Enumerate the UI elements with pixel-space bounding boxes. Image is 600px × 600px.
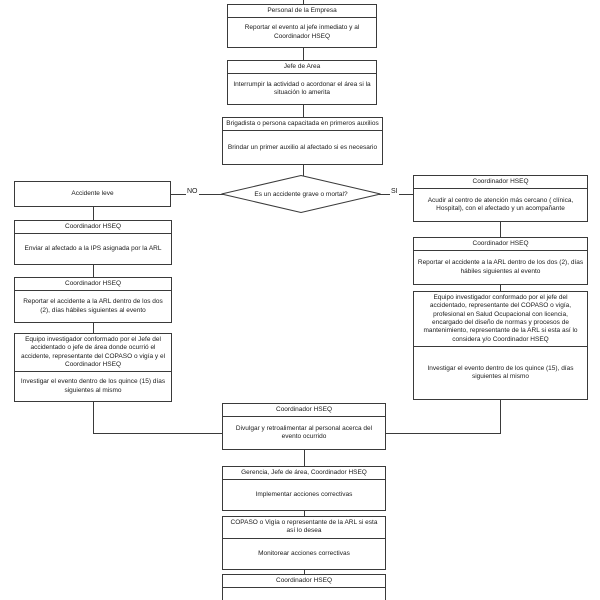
node-body: Brindar un primer auxilio al afectado si… — [227, 143, 378, 151]
node-label: Accidente leve — [71, 189, 114, 197]
node-hseq-final: Coordinador HSEQ — [222, 574, 386, 600]
node-hseq-reportar-arl-izq: Coordinador HSEQ Reportar el accidente a… — [14, 277, 172, 323]
node-gerencia-implementar: Gerencia, Jefe de área, Coordinador HSEQ… — [222, 466, 386, 511]
node-body: Implementar acciones correctivas — [255, 491, 353, 498]
node-body: Enviar al afectado a la IPS asignada por… — [24, 245, 162, 252]
node-brigadista: Brigadista o persona capacitada en prime… — [222, 117, 383, 165]
connector-line — [500, 222, 501, 237]
node-header: Personal de la Empresa — [228, 5, 376, 19]
node-hseq-enviar-ips: Coordinador HSEQ Enviar al afectado a la… — [14, 220, 172, 265]
connector-line — [93, 323, 94, 333]
node-body: Reportar el accidente a la ARL dentro de… — [23, 298, 163, 314]
connector-line — [303, 48, 304, 60]
node-header: COPASO o Vigía o representante de la ARL… — [223, 517, 385, 539]
node-jefe-de-area: Jefe de Area Interrumpir la actividad o … — [227, 60, 377, 105]
node-header: Coordinador HSEQ — [414, 176, 587, 190]
node-accidente-leve: Accidente leve — [14, 181, 171, 207]
node-header: Jefe de Area — [228, 61, 376, 75]
connector-line — [500, 400, 501, 434]
node-equipo-investigador-der: Equipo investigador conformado por el je… — [413, 291, 588, 400]
connector-line — [303, 165, 304, 176]
connector-line — [303, 0, 304, 5]
branch-label-si: SI — [390, 188, 399, 195]
node-body: Investigar el evento dentro de los quinc… — [427, 364, 574, 380]
node-copaso-monitorear: COPASO o Vigía o representante de la ARL… — [222, 516, 386, 570]
decision-diamond — [221, 175, 381, 213]
node-header: Gerencia, Jefe de área, Coordinador HSEQ — [223, 467, 385, 481]
node-hseq-reportar-arl-der: Coordinador HSEQ Reportar el accidente a… — [413, 237, 588, 285]
node-header: Coordinador HSEQ — [15, 221, 171, 235]
connector-line — [93, 433, 222, 434]
node-body: Acudir al centro de atención más cercano… — [427, 196, 574, 213]
connector-line — [386, 433, 501, 434]
branch-label-no: NO — [186, 188, 199, 195]
node-header: Equipo investigador conformado por el je… — [414, 292, 587, 347]
connector-line — [303, 105, 304, 117]
node-body — [223, 588, 385, 600]
node-equipo-investigador-izq: Equipo investigador conformado por el Je… — [14, 333, 172, 402]
node-header: Coordinador HSEQ — [15, 278, 171, 292]
node-body: Investigar el evento dentro de los quinc… — [20, 378, 166, 394]
node-header: Brigadista o persona capacitada en prime… — [223, 118, 382, 132]
node-hseq-divulgar: Coordinador HSEQ Divulgar y retroaliment… — [222, 403, 386, 450]
decision-label: Es un accidente grave o mortal? — [254, 190, 348, 198]
node-body: Reportar el accidente a la ARL dentro de… — [417, 259, 584, 275]
connector-line — [93, 207, 94, 220]
connector-line — [304, 511, 305, 516]
node-header: Coordinador HSEQ — [223, 575, 385, 589]
node-header: Coordinador HSEQ — [223, 404, 385, 418]
node-personal-de-la-empresa: Personal de la Empresa Reportar el event… — [227, 4, 377, 48]
connector-line — [93, 402, 94, 434]
node-header: Equipo investigador conformado por el Je… — [15, 334, 171, 373]
node-body: Interrumpir la actividad o acordonar el … — [233, 80, 371, 97]
connector-line — [500, 285, 501, 291]
connector-line — [304, 570, 305, 574]
node-hseq-acudir-centro: Coordinador HSEQ Acudir al centro de ate… — [413, 175, 588, 222]
node-header: Coordinador HSEQ — [414, 238, 587, 252]
connector-line — [93, 265, 94, 277]
connector-line — [304, 450, 305, 466]
node-body: Divulgar y retroalimentar al personal ac… — [235, 424, 373, 441]
node-body: Monitorear acciones correctivas — [258, 549, 350, 557]
node-body: Reportar el evento al jefe inmediato y a… — [244, 24, 360, 40]
